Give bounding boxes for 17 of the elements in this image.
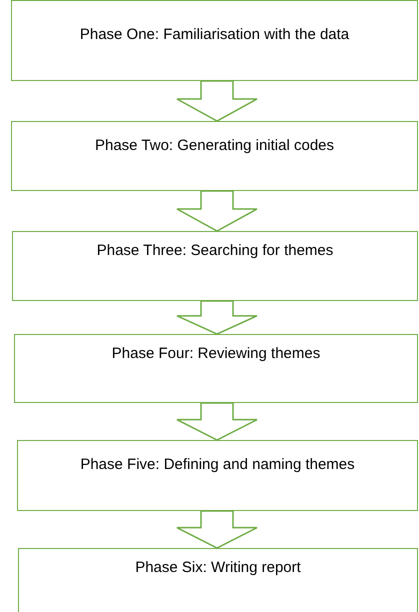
block-arrow bbox=[176, 80, 258, 122]
phase-label: Phase One: Familiarisation with the data bbox=[80, 26, 350, 43]
phase-label: Phase Four: Reviewing themes bbox=[112, 345, 320, 362]
block-arrow bbox=[176, 190, 258, 232]
phase-label: Phase Two: Generating initial codes bbox=[94, 137, 334, 154]
block-arrow bbox=[176, 300, 258, 335]
phase-label: Phase Three: Searching for themes bbox=[96, 242, 334, 259]
process-box bbox=[12, 231, 418, 301]
block-arrow bbox=[176, 402, 258, 441]
phase-label: Phase Five: Defining and naming themes bbox=[80, 456, 355, 473]
phase-label: Phase Six: Writing report bbox=[135, 559, 301, 576]
process-box bbox=[17, 440, 418, 511]
block-arrow bbox=[176, 510, 258, 549]
process-box bbox=[18, 548, 418, 612]
process-box bbox=[14, 334, 418, 403]
process-box bbox=[11, 0, 418, 81]
process-box bbox=[11, 121, 418, 191]
